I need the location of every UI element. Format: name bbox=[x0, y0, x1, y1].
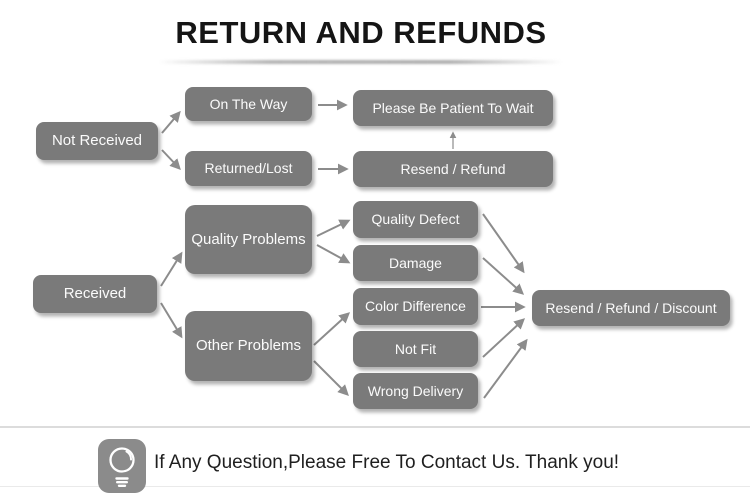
node-on-the-way: On The Way bbox=[185, 87, 312, 121]
node-other-problems: Other Problems bbox=[185, 311, 312, 381]
arrow-quality-problems-to-quality-defect bbox=[316, 219, 351, 237]
arrow-not-received-to-on-the-way bbox=[161, 110, 181, 134]
arrow-damage-to-discount bbox=[482, 257, 525, 295]
footer-divider bbox=[0, 426, 750, 428]
node-received: Received bbox=[33, 275, 157, 313]
node-not-received: Not Received bbox=[36, 122, 158, 160]
node-not-fit: Not Fit bbox=[353, 331, 478, 367]
arrow-received-to-quality-problems bbox=[160, 251, 183, 287]
arrow-received-to-other-problems bbox=[160, 302, 183, 339]
page-title: RETURN AND REFUNDS bbox=[175, 15, 547, 50]
arrow-other-problems-to-wrong-delivery bbox=[313, 360, 349, 396]
node-returned-lost: Returned/Lost bbox=[185, 151, 312, 186]
bottom-divider bbox=[0, 486, 750, 487]
node-damage: Damage bbox=[353, 245, 478, 281]
node-color-difference: Color Difference bbox=[353, 288, 478, 325]
arrow-quality-problems-to-damage bbox=[316, 244, 351, 264]
node-wrong-delivery: Wrong Delivery bbox=[353, 373, 478, 409]
arrow-other-problems-to-color-difference bbox=[313, 312, 351, 346]
contact-message: If Any Question,Please Free To Contact U… bbox=[154, 452, 620, 473]
node-please-be-patient: Please Be Patient To Wait bbox=[353, 90, 553, 126]
lightbulb-icon bbox=[98, 439, 146, 493]
node-quality-defect: Quality Defect bbox=[353, 201, 478, 238]
node-resend-refund: Resend / Refund bbox=[353, 151, 553, 187]
arrow-not-fit-to-discount bbox=[482, 318, 526, 358]
arrow-quality-defect-to-discount bbox=[482, 213, 525, 274]
node-quality-problems: Quality Problems bbox=[185, 205, 312, 274]
node-resend-refund-discount: Resend / Refund / Discount bbox=[532, 290, 730, 326]
title-underline bbox=[158, 60, 562, 64]
arrow-not-received-to-returned-lost bbox=[161, 149, 181, 170]
arrow-wrong-delivery-to-discount bbox=[483, 338, 528, 399]
